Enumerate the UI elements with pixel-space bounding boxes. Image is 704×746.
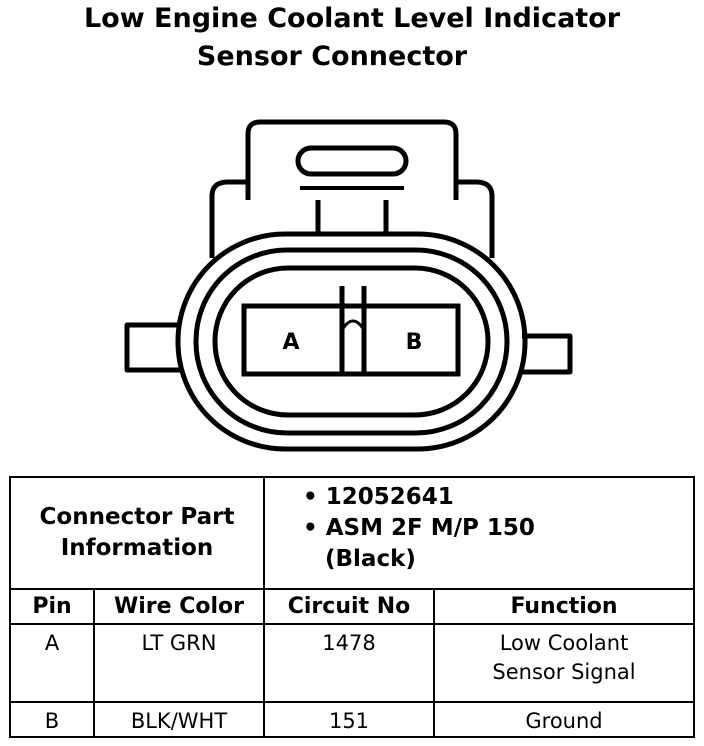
part-info-values: • 12052641 • ASM 2F M/P 150 (Black): [262, 476, 696, 590]
row-a-pin: A: [9, 623, 95, 703]
connector-shoulder: [209, 179, 495, 258]
part-number: • 12052641: [303, 484, 454, 510]
pin-cavity: [241, 303, 461, 377]
part-assembly: • ASM 2F M/P 150: [303, 515, 535, 541]
latch-slot: [295, 145, 409, 177]
left-tab: [124, 322, 180, 373]
part-color: (Black): [325, 546, 416, 572]
connector-latch: [245, 119, 459, 200]
row-a-function-line1: Low Coolant: [499, 631, 629, 655]
row-a-circuit-no: 1478: [263, 623, 435, 703]
connector-info-table: Connector Part Information • 12052641 • …: [9, 476, 696, 738]
header-pin: Pin: [9, 588, 95, 625]
header-circuit-no: Circuit No: [263, 588, 435, 625]
pin-b-label: B: [406, 330, 423, 355]
row-b-pin: B: [9, 701, 95, 738]
table-row: B BLK/WHT 151 Ground: [9, 701, 696, 738]
diagram-title-line1: Low Engine Coolant Level Indicator: [83, 3, 621, 34]
row-a-wire-color: LT GRN: [93, 623, 265, 703]
part-info-label-line2: Information: [60, 535, 214, 561]
header-wire-color: Wire Color: [93, 588, 265, 625]
table-row: A LT GRN 1478 Low Coolant Sensor Signal: [9, 623, 696, 703]
part-info-label-line1: Connector Part: [39, 504, 235, 530]
diagram-title-line2: Sensor Connector: [196, 41, 468, 72]
header-function: Function: [432, 588, 696, 625]
part-info-label: Connector Part Information: [9, 476, 265, 590]
row-b-circuit-no: 151: [263, 701, 435, 738]
divider-key: [339, 286, 367, 374]
connector-body-outer: [175, 231, 528, 452]
pin-a-label: A: [282, 330, 299, 355]
connector-body-seal: [193, 247, 510, 436]
row-b-function: Ground: [432, 701, 696, 738]
right-tab: [522, 333, 573, 375]
row-b-wire-color: BLK/WHT: [93, 701, 265, 738]
connector-drawing: A B: [124, 119, 573, 452]
row-a-function-line2: Sensor Signal: [492, 660, 636, 684]
connector-body-inner: [212, 265, 491, 418]
row-a-function: Low Coolant Sensor Signal: [432, 623, 696, 703]
